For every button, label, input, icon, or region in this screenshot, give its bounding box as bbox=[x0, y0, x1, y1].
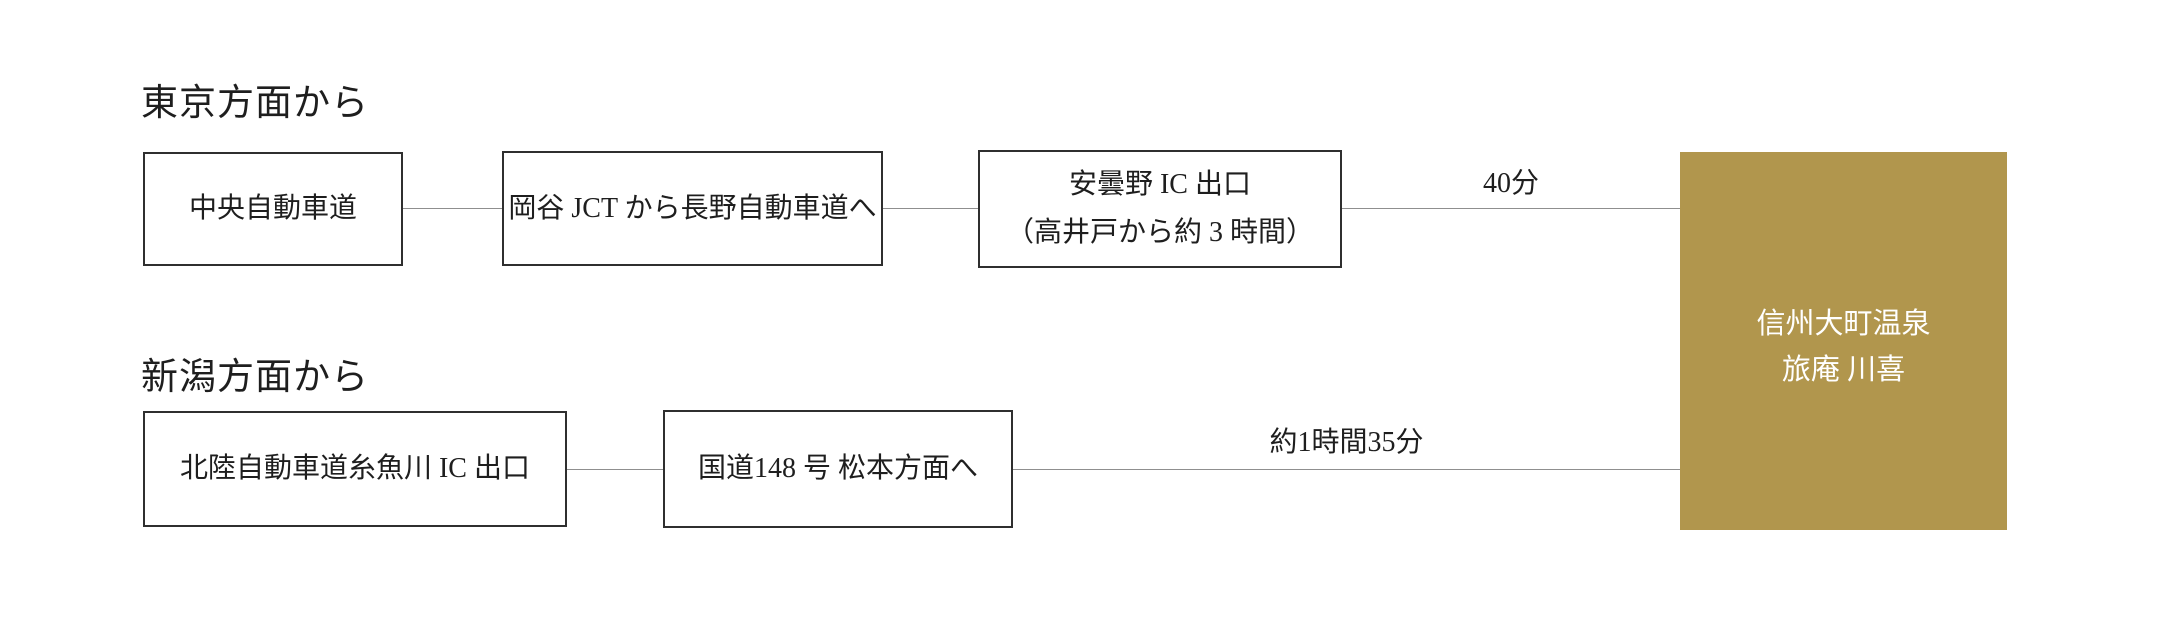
destination-name-line2: 旅庵 川喜 bbox=[1781, 354, 1906, 386]
connector-line bbox=[1013, 469, 1680, 470]
route-tokyo-step-2-label: 岡谷 JCT から長野自動車道へ bbox=[508, 192, 877, 224]
route-tokyo-step-1-label: 中央自動車道 bbox=[188, 193, 357, 225]
route-niigata-step-box-1: 北陸自動車道糸魚川 IC 出口 bbox=[143, 411, 567, 527]
route-niigata-step-2-label: 国道148 号 松本方面へ bbox=[697, 453, 978, 485]
route-tokyo-step-box-2: 岡谷 JCT から長野自動車道へ bbox=[502, 151, 883, 266]
route-niigata-step-box-2: 国道148 号 松本方面へ bbox=[663, 410, 1013, 528]
route-tokyo-step-3-label-line1: 安曇野 IC 出口 bbox=[1068, 169, 1251, 201]
route-tokyo-step-box-1: 中央自動車道 bbox=[143, 152, 403, 266]
connector-line bbox=[403, 208, 502, 209]
route-tokyo-step-box-3: 安曇野 IC 出口 （高井戸から約 3 時間） bbox=[978, 150, 1342, 268]
route-tokyo-heading: 東京方面から bbox=[141, 83, 369, 124]
route-tokyo-step-3-label-line2: （高井戸から約 3 時間） bbox=[1005, 217, 1314, 248]
route-niigata-step-1-label: 北陸自動車道糸魚川 IC 出口 bbox=[179, 453, 530, 485]
destination-name-line1: 信州大町温泉 bbox=[1756, 307, 1931, 340]
route-tokyo-duration-label: 40分 bbox=[1482, 168, 1539, 199]
route-niigata-duration-label: 約1時間35分 bbox=[1269, 427, 1424, 458]
connector-line bbox=[567, 469, 663, 470]
destination-box: 信州大町温泉 旅庵 川喜 bbox=[1680, 152, 2007, 530]
connector-line bbox=[883, 208, 978, 209]
connector-line bbox=[1342, 208, 1680, 209]
route-niigata-heading: 新潟方面から bbox=[141, 357, 369, 398]
